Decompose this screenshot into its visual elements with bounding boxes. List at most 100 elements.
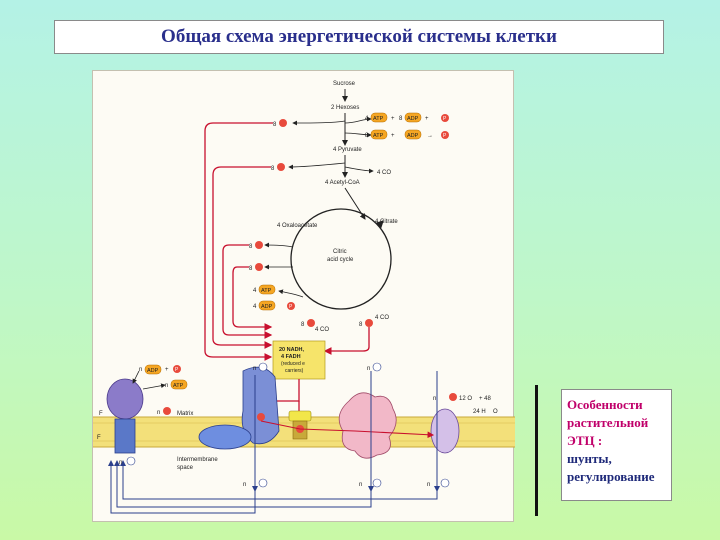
- label-cycle-2: acid cycle: [327, 257, 354, 263]
- coef-n: n: [367, 366, 370, 372]
- adp-badge: [404, 112, 422, 123]
- adp-badge-label: ADP: [407, 133, 419, 139]
- proton-icon: [163, 407, 171, 415]
- proton-icon: [126, 456, 136, 466]
- label-f1: F: [99, 411, 103, 417]
- adp-badge-label: ADP: [147, 368, 159, 374]
- label-o2: 12 O: [459, 396, 472, 402]
- atp-badge: [370, 129, 388, 140]
- coef-n: n: [253, 366, 256, 372]
- red-electron-path-top: [204, 122, 273, 361]
- label-citrate: 4 Citrate: [375, 219, 398, 225]
- phosphate-label: P: [175, 367, 179, 373]
- arrow-glyph: →: [427, 133, 433, 139]
- label-oxaloacetate: 4 Oxaloacetate: [277, 223, 318, 229]
- coef-n: n: [433, 396, 436, 402]
- coef-row1: 4: [365, 116, 369, 122]
- adp-badge-label: ADP: [261, 304, 273, 310]
- adp-badge-label: ADP: [407, 116, 419, 122]
- complex-iv: [430, 408, 460, 454]
- energy-diagram: Sucrose 2 Hexoses 4 ATP + 8 ADP + P 8 AT…: [92, 70, 515, 522]
- atp-badge-label: ATP: [373, 116, 384, 122]
- label-cycle-1: Citric: [333, 249, 347, 255]
- label-acetylcoa: 4 Acetyl-CoA: [325, 180, 360, 186]
- page-title: Общая схема энергетической системы клетк…: [161, 26, 557, 47]
- proton-pump-arrows: [108, 371, 440, 514]
- coef-electron: 8: [271, 166, 275, 172]
- coef-atp: 4: [253, 288, 257, 294]
- coef-n: n: [165, 383, 168, 389]
- proton-icon: [258, 478, 268, 488]
- label-ims-1: Intermembrane: [177, 457, 218, 463]
- label-o2-plus: + 48: [479, 396, 492, 402]
- label-ims-2: space: [177, 465, 194, 471]
- atp-badge: [370, 112, 388, 123]
- plus-sign: +: [391, 116, 395, 122]
- arrow-cycle-e1: [264, 242, 294, 248]
- atp-badge-label: ATP: [373, 133, 384, 139]
- label-pyruvate: 4 Pyruvate: [333, 147, 362, 153]
- label-co2: 4 CO: [377, 170, 391, 176]
- citric-cycle-ring: [290, 208, 392, 310]
- phosphate-icon: [441, 114, 449, 122]
- proton-icon: [258, 362, 268, 372]
- atp-synthase-stalk: [114, 418, 136, 454]
- proton-icon: [372, 362, 382, 372]
- phosphate-label: P: [289, 304, 293, 310]
- adp-badge: [258, 300, 276, 311]
- coef-electron: 8: [273, 122, 277, 128]
- nadh-line1: 20 NADH,: [279, 347, 305, 353]
- coef-electron: 8: [249, 266, 253, 272]
- phosphate-label: P: [443, 116, 447, 122]
- note-line: регулирование: [567, 469, 655, 484]
- atp-badge-label: ATP: [261, 288, 272, 294]
- note-line: Особенности: [567, 397, 643, 412]
- coef-electron: 8: [359, 322, 363, 328]
- note-box: Особенности растительной ЭТЦ : шунты, ре…: [561, 389, 672, 501]
- coef-n: n: [119, 460, 122, 466]
- coef-electron: 8: [301, 322, 305, 328]
- plus-sign: +: [165, 367, 169, 373]
- electron-icon: [255, 263, 263, 271]
- arrow-to-co2: [344, 166, 374, 174]
- atp-badge: [258, 284, 276, 295]
- red-electron-path-cycle2: [232, 266, 273, 331]
- label-h2o-o: O: [493, 409, 498, 415]
- arrow-atp-bottom: [344, 132, 372, 138]
- atp-synthase-head: [106, 378, 144, 420]
- phosphate-icon: [173, 365, 181, 373]
- electron-icon: [257, 413, 265, 421]
- label-co2: 4 CO: [375, 315, 389, 321]
- complex-i-arm: [198, 424, 252, 450]
- adp-badge: [144, 364, 162, 375]
- label-hexoses: 2 Hexoses: [331, 105, 359, 111]
- phosphate-icon: [441, 131, 449, 139]
- coef-n: n: [157, 410, 160, 416]
- phosphate-label: P: [443, 133, 447, 139]
- electron-icon: [279, 119, 287, 127]
- electron-icon: [277, 163, 285, 171]
- note-line: ЭТЦ :: [567, 433, 603, 448]
- electron-transport-line: [260, 420, 435, 439]
- coef-n: n: [359, 482, 362, 488]
- arrow-cycle-atp: [278, 289, 304, 298]
- arrow-atp-out: [142, 383, 166, 390]
- coef-n: n: [243, 482, 246, 488]
- red-electron-path-mid: [212, 166, 273, 349]
- note-line: растительной: [567, 415, 649, 430]
- coef-electron: 8: [249, 244, 253, 250]
- coef-row2: 8: [365, 133, 369, 139]
- arrow-to-e-mid: [288, 162, 346, 170]
- proton-icon: [372, 478, 382, 488]
- label-matrix: Matrix: [177, 411, 193, 417]
- arrow-to-e-top: [292, 120, 346, 126]
- nadh-line2: 4 FADH: [281, 354, 301, 360]
- electron-icon: [255, 241, 263, 249]
- diagram-svg: Sucrose 2 Hexoses 4 ATP + 8 ADP + P 8 AT…: [93, 81, 515, 514]
- label-sucrose: Sucrose: [333, 81, 356, 87]
- complex-iii: [338, 392, 397, 459]
- label-h2o: 24 H: [473, 409, 486, 415]
- title-box: Общая схема энергетической системы клетк…: [54, 20, 664, 54]
- red-electron-path-cycle1: [222, 244, 273, 339]
- coef-n: n: [139, 367, 142, 373]
